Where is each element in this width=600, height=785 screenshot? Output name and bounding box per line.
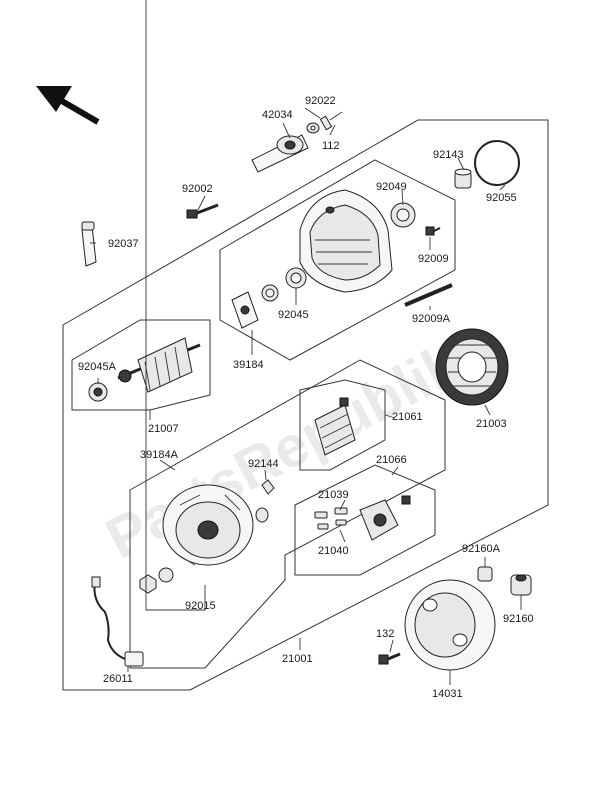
label-21003: 21003 — [476, 418, 507, 430]
bolt-112-part[interactable] — [319, 111, 343, 131]
o-ring-part[interactable] — [474, 140, 520, 186]
bearing-92049-part[interactable] — [390, 202, 416, 228]
brush-21039-part[interactable] — [314, 507, 348, 519]
bolt-132-part[interactable] — [378, 652, 401, 665]
label-92002: 92002 — [182, 183, 213, 195]
bolt-92002-part[interactable] — [186, 203, 219, 219]
label-92144: 92144 — [248, 458, 279, 470]
washer-part[interactable] — [306, 122, 320, 134]
label-14031: 14031 — [432, 688, 463, 700]
brush-holder-part[interactable] — [359, 495, 411, 541]
stator-part[interactable] — [435, 328, 509, 406]
bolt-92009-part[interactable] — [425, 226, 441, 236]
label-42034: 42034 — [262, 109, 293, 121]
label-92015: 92015 — [185, 600, 216, 612]
seal-ring-part[interactable] — [261, 284, 279, 302]
label-21040: 21040 — [318, 545, 349, 557]
label-92037: 92037 — [108, 238, 139, 250]
label-92160A: 92160A — [462, 543, 501, 555]
label-92049: 92049 — [376, 181, 407, 193]
gasket-plate-part[interactable] — [231, 291, 259, 329]
label-21001: 21001 — [282, 653, 313, 665]
label-92160: 92160 — [503, 613, 534, 625]
spring-21040-part[interactable] — [317, 519, 347, 530]
label-21039: 21039 — [318, 489, 349, 501]
front-housing-outline — [129, 359, 446, 669]
label-112: 112 — [322, 140, 340, 152]
seal-39184A-part[interactable] — [255, 507, 269, 523]
label-92022: 92022 — [305, 95, 336, 107]
clip-92144-part[interactable] — [261, 479, 275, 495]
label-132: 132 — [376, 628, 394, 640]
label-92143: 92143 — [433, 149, 464, 161]
label-92045A: 92045A — [78, 361, 117, 373]
connector-sleeve-part[interactable] — [81, 221, 97, 267]
label-92009A: 92009A — [412, 313, 451, 325]
label-92045: 92045 — [278, 309, 309, 321]
part-labels: 42034 92022 112 92143 92055 92002 92049 … — [78, 95, 534, 700]
alternator-cover-part[interactable] — [404, 579, 496, 671]
direction-arrow-icon — [36, 86, 100, 125]
bearing-92045A-part[interactable] — [88, 382, 108, 402]
label-92009: 92009 — [418, 253, 449, 265]
regulator-part[interactable] — [314, 397, 356, 456]
leader-lines — [90, 0, 522, 685]
label-21066: 21066 — [376, 454, 407, 466]
front-housing-part[interactable] — [162, 484, 254, 566]
label-26011: 26011 — [103, 673, 133, 685]
nut-92015-part[interactable] — [139, 567, 174, 594]
regulator-outline — [299, 379, 386, 471]
collar-part[interactable] — [454, 168, 472, 189]
collar-92160A-part[interactable] — [477, 566, 493, 582]
label-21061: 21061 — [392, 411, 423, 423]
long-bolt-92009A-part[interactable] — [404, 283, 453, 307]
collar-92160-part[interactable] — [510, 574, 532, 596]
brush-holder-outline — [294, 464, 436, 576]
label-21007: 21007 — [148, 423, 179, 435]
bearing-92045-part[interactable] — [285, 267, 307, 289]
wire-harness-part[interactable] — [91, 576, 144, 667]
rotor-part[interactable] — [117, 337, 201, 393]
rotor-outline — [71, 319, 211, 411]
rear-housing-part[interactable] — [299, 189, 393, 293]
label-92055: 92055 — [486, 192, 517, 204]
rear-housing-outline — [219, 159, 456, 361]
pulley-flange-part[interactable] — [251, 134, 309, 173]
label-39184A: 39184A — [140, 449, 179, 461]
label-39184: 39184 — [233, 359, 264, 371]
main-assembly-outline — [62, 119, 549, 691]
